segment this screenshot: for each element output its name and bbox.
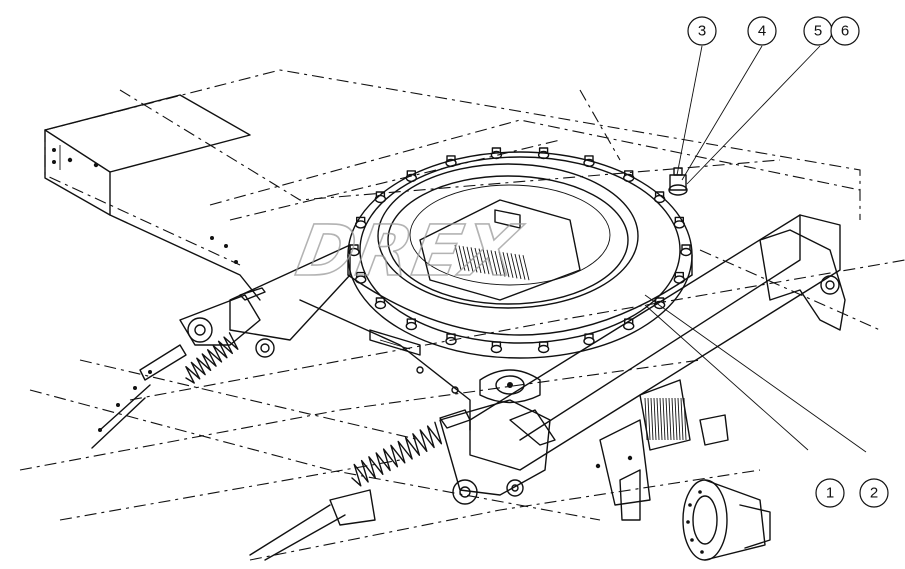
callout-6: 6 [830, 16, 860, 46]
center-plate [419, 199, 581, 301]
ring-bolt [653, 297, 666, 310]
ring-bolt [445, 333, 457, 346]
right-spring-assembly [249, 399, 556, 561]
callout-label: 4 [758, 23, 766, 40]
callout-1: 1 [815, 478, 845, 508]
ring-bolt [355, 271, 367, 284]
callout-label: 5 [814, 23, 822, 40]
ring-bolt [583, 155, 595, 168]
ring-bolt [673, 271, 685, 284]
right-cross-member [469, 214, 846, 521]
axle-hub [682, 479, 771, 561]
brake-mechanism [639, 379, 729, 451]
ring-bolt [623, 170, 635, 183]
slewing-ring [347, 151, 693, 359]
ring-bolt [355, 216, 367, 229]
ring-bolt [653, 191, 666, 204]
callout-label: 6 [841, 23, 849, 40]
bolt-stack [668, 167, 688, 196]
chassis-frame [19, 69, 905, 561]
callout-label: 1 [826, 485, 834, 502]
ring-bolt [680, 244, 692, 257]
watermark: DREX [290, 210, 529, 293]
support-plate [229, 244, 471, 431]
callout-label: 2 [870, 485, 878, 502]
ring-bolt [537, 147, 550, 160]
ring-bolt [623, 318, 635, 331]
ring-bolt [374, 191, 387, 204]
callout-2: 2 [859, 478, 889, 508]
ring-bolt [405, 318, 417, 331]
left-spring-assembly [91, 287, 275, 449]
left-frame-member [44, 94, 261, 301]
ring-bolt [537, 341, 550, 354]
ring-bolt [673, 216, 685, 229]
ring-bolt [374, 297, 387, 310]
callout-5: 5 [803, 16, 833, 46]
ring-bolt [490, 147, 503, 160]
ring-bolt [445, 155, 457, 168]
ring-bolts [348, 147, 692, 354]
callout-label: 3 [698, 23, 706, 40]
ring-bolt [405, 170, 417, 183]
callout-4: 4 [747, 16, 777, 46]
ring-bolt [490, 341, 503, 354]
callout-3: 3 [687, 16, 717, 46]
kingpin-bracket [479, 369, 541, 404]
leader-lines [644, 45, 867, 453]
watermark-text: DREX [291, 210, 529, 291]
ring-bolt [583, 333, 595, 346]
